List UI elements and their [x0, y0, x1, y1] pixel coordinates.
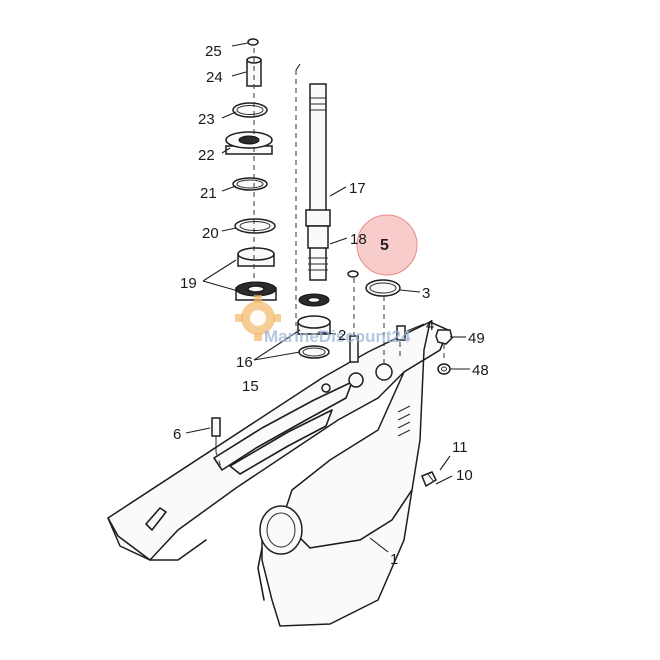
label-part-20: 20 [202, 225, 219, 242]
label-part-5: 5 [380, 237, 389, 254]
highlight-circle [356, 214, 418, 276]
label-part-18: 18 [350, 231, 367, 248]
label-part-22: 22 [198, 147, 215, 164]
upper-bearing-stack [225, 38, 277, 301]
watermark-text: MarineDiscount24 [264, 327, 411, 346]
label-part-10: 10 [456, 467, 473, 484]
gearcase-housing [107, 320, 449, 627]
label-part-21: 21 [200, 185, 217, 202]
label-part-1: 1 [390, 551, 398, 568]
leader-lines [185, 42, 470, 553]
lower-bearing-stack [297, 293, 331, 359]
label-part-25: 25 [205, 43, 222, 60]
label-part-2: 2 [338, 327, 346, 344]
label-part-24: 24 [206, 69, 223, 86]
label-part-11: 11 [452, 439, 468, 456]
label-part-49: 49 [468, 330, 485, 347]
label-part-16: 16 [236, 354, 253, 371]
driveshaft [295, 63, 331, 326]
label-part-4: 4 [426, 317, 434, 334]
label-part-15: 15 [242, 378, 259, 395]
fasteners [211, 417, 437, 488]
label-part-19: 19 [180, 275, 197, 292]
label-part-3: 3 [422, 285, 430, 302]
label-part-6: 6 [173, 426, 181, 443]
watermark: MarineDiscount24 [235, 295, 411, 346]
label-part-48: 48 [472, 362, 489, 379]
label-part-17: 17 [349, 180, 366, 197]
small-parts-right [347, 270, 453, 375]
label-part-23: 23 [198, 111, 215, 128]
part-labels: 25 24 23 22 21 20 19 17 18 3 4 2 16 15 4… [173, 43, 489, 568]
gear-icon [235, 295, 281, 341]
